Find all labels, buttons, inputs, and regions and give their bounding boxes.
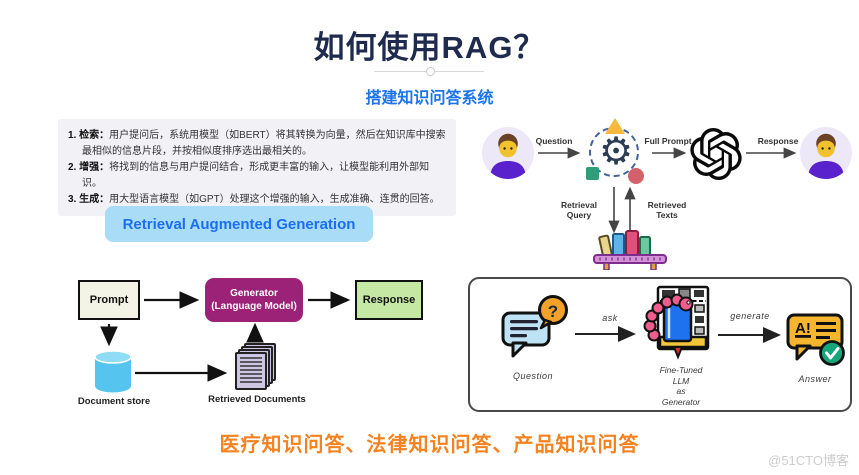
step-generate-text: 用大型语言模型（如GPT）处理这个增强的输入，生成准确、连贯的回答。 xyxy=(109,194,440,205)
step-generate-label: 3. 生成： xyxy=(68,194,110,205)
step-generate: 3. 生成：用大型语言模型（如GPT）处理这个增强的输入，生成准确、连贯的回答。 xyxy=(68,192,446,208)
finetune-question-label: Question xyxy=(512,371,554,381)
documents-stack-icon xyxy=(235,343,276,390)
step-retrieve: 1. 检索：用户提问后，系统用模型（如BERT）将其转换为向量，然后在知识库中搜… xyxy=(68,128,446,160)
retrieval-query-label: Retrieval Query xyxy=(561,200,597,220)
document-store-label: Document store xyxy=(77,396,151,407)
generator-box: Generator (Language Model) xyxy=(205,278,303,322)
page-subtitle: 搭建知识问答系统 xyxy=(365,90,494,107)
openai-logo-icon xyxy=(690,128,742,180)
step-retrieve-text: 用户提问后，系统用模型（如BERT）将其转换为向量，然后在知识库中搜索最相似的信… xyxy=(82,130,446,157)
footer-applications: 医疗知识问答、法律知识问答、产品知识问答 xyxy=(219,434,640,456)
user-avatar-icon xyxy=(800,127,852,179)
retrieved-texts-label: Retrieved Texts xyxy=(647,200,687,220)
rag-banner: Retrieval Augmented Generation xyxy=(105,206,373,242)
finetune-diagram-frame: ? Question ask xyxy=(468,277,852,412)
step-augment-label: 2. 增强： xyxy=(68,162,110,173)
llm-label-line4: Generator xyxy=(661,396,701,407)
bookshelf-icon xyxy=(593,230,667,270)
generator-label-line2: (Language Model) xyxy=(211,301,297,312)
prompt-box: Prompt xyxy=(78,280,140,320)
flow-arrows xyxy=(100,291,351,382)
triangle-shape xyxy=(605,118,625,134)
database-cylinder-icon xyxy=(94,350,132,393)
pipeline-arrows xyxy=(538,147,797,234)
title-divider-dot xyxy=(426,67,435,76)
question-arrow-label: Question xyxy=(535,136,573,146)
finetune-llm-label: Fine-Tuned LLM as Generator xyxy=(633,365,729,408)
finetune-answer-label: Answer xyxy=(798,374,832,384)
step-retrieve-label: 1. 检索： xyxy=(68,130,110,141)
page-title: 如何使用RAG？ xyxy=(313,30,546,65)
finetune-arrows xyxy=(575,326,781,343)
response-box: Response xyxy=(355,280,423,320)
response-arrow-label: Response xyxy=(757,136,799,146)
question-mark-glyph: ? xyxy=(548,302,558,321)
step-augment: 2. 增强：将找到的信息与用户提问结合，形成更丰富的输入，让模型能利用外部知识。 xyxy=(68,160,446,192)
circle-shape xyxy=(628,168,644,184)
llm-label-line3: as xyxy=(676,386,686,397)
gear-icon: ⚙ xyxy=(598,131,634,173)
user-avatar-icon xyxy=(482,127,534,179)
square-shape xyxy=(586,167,599,180)
full-prompt-arrow-label: Full Prompt xyxy=(644,136,692,146)
retrieved-documents-label: Retrieved Documents xyxy=(208,394,306,405)
rag-steps-block: 1. 检索：用户提问后，系统用模型（如BERT）将其转换为向量，然后在知识库中搜… xyxy=(58,119,456,216)
ask-arrow-label: ask xyxy=(602,313,618,323)
watermark: @51CTO博客 xyxy=(768,453,849,468)
generate-arrow-label: generate xyxy=(730,311,770,321)
llm-label-line1: Fine-Tuned xyxy=(659,365,703,375)
llm-label-line2: LLM xyxy=(672,375,690,386)
generator-label-line1: Generator xyxy=(230,288,278,299)
retriever-system-icon: ⚙ xyxy=(584,118,648,184)
answer-bubble-icon: A! xyxy=(786,313,845,366)
llm-machine-icon xyxy=(643,285,710,360)
question-bubble-icon: ? xyxy=(501,295,568,358)
answer-badge-glyph: A! xyxy=(795,320,811,337)
step-augment-text: 将找到的信息与用户提问结合，形成更丰富的输入，让模型能利用外部知识。 xyxy=(82,162,430,189)
